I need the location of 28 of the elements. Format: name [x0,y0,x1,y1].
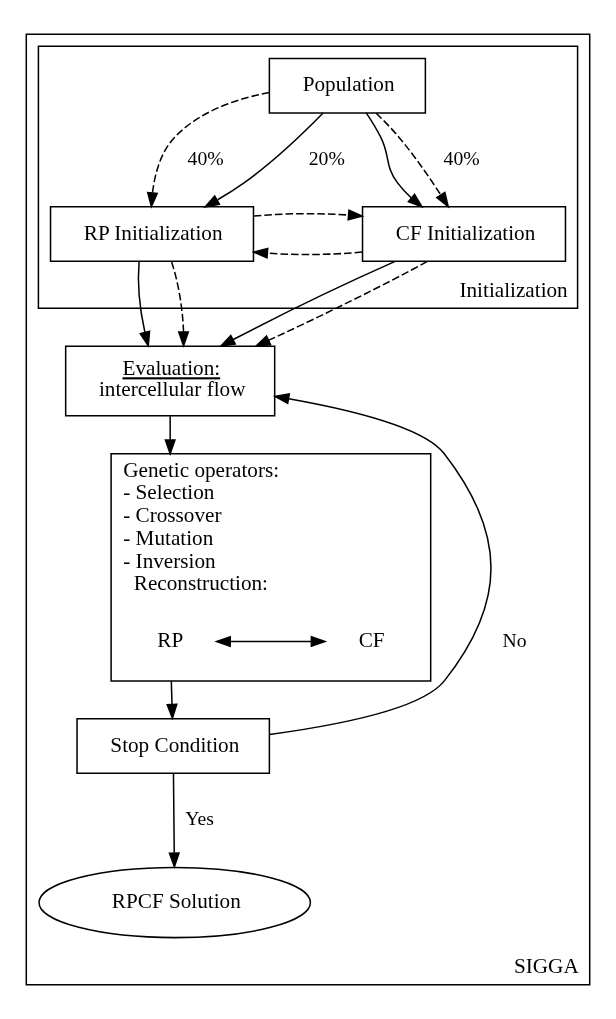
node-text: RP [157,628,184,653]
arrow [137,261,151,348]
node-ellipse: RPCF Solution [38,866,312,939]
arrow [253,209,365,221]
arrow [214,635,328,648]
arrow [164,415,176,456]
arrow [218,260,396,348]
node-box: CF Initialization [361,206,567,263]
edge-label: Yes [185,807,214,830]
arrow [168,772,181,870]
node-text: CF [358,628,385,653]
node-box: RP Initialization [49,206,255,263]
edge-label: 20% [308,147,345,170]
arrow [251,247,363,260]
edge-label: 40% [187,147,224,170]
arrow [166,680,178,721]
node-box: Stop Condition [76,718,271,775]
arrow [268,393,492,736]
arrow [146,91,270,209]
node-box: Population [268,57,427,114]
edge-label: No [502,628,527,651]
arrow [375,112,450,209]
node-box: Evaluation: intercellular flow [64,345,276,417]
arrow [203,112,324,208]
arrow [254,260,428,347]
edge-label: 40% [443,147,480,170]
arrow [365,112,424,209]
arrow [170,261,190,348]
